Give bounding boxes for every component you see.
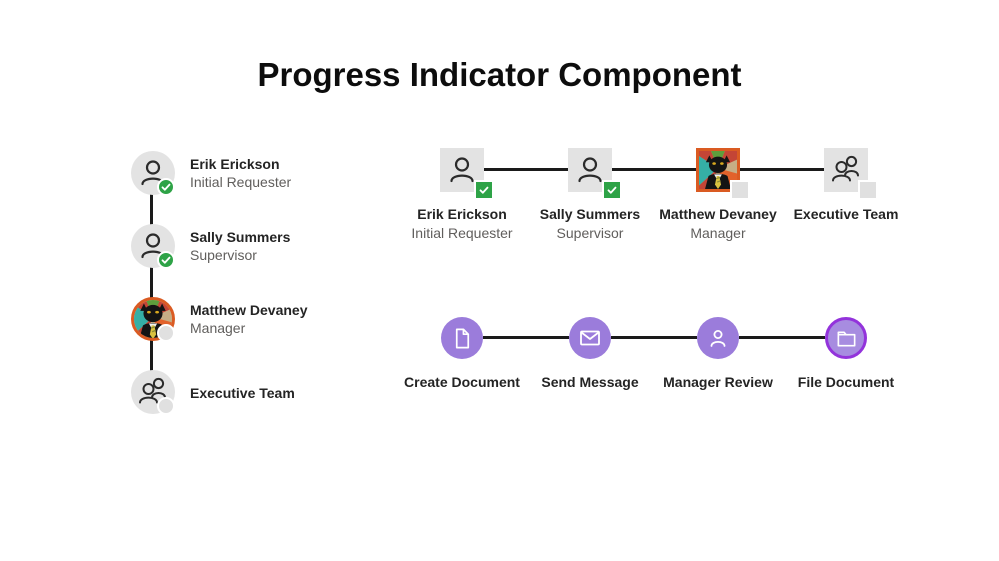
status-badge-complete (157, 251, 175, 269)
people-icon (824, 148, 868, 192)
step-avatar-executive-team[interactable] (131, 370, 175, 414)
step-role: Supervisor (556, 225, 624, 241)
document-icon (451, 327, 474, 350)
step-label: Sally Summers Supervisor (520, 205, 660, 242)
status-badge-complete (602, 180, 622, 200)
status-badge-pending (157, 397, 175, 415)
step-role: Initial Requester (190, 174, 292, 190)
step-file-document[interactable] (825, 317, 867, 359)
person-icon (568, 148, 612, 192)
step-send-message[interactable] (569, 317, 611, 359)
status-badge-complete (474, 180, 494, 200)
connector-line (150, 246, 153, 319)
step-name: Erik Erickson (190, 156, 280, 172)
connector-line (612, 168, 696, 171)
step-label: Matthew Devaney Manager (190, 301, 307, 337)
step-label: Create Document (404, 374, 520, 390)
folder-icon (835, 327, 858, 350)
step-name: Matthew Devaney (659, 206, 777, 222)
step-label: Erik Erickson Initial Requester (392, 205, 532, 242)
step-role: Initial Requester (411, 225, 513, 241)
step-name: Executive Team (190, 385, 295, 401)
status-badge-pending (730, 180, 750, 200)
step-role: Supervisor (190, 247, 257, 263)
step-name: Sally Summers (539, 206, 641, 222)
step-name: Matthew Devaney (190, 302, 308, 318)
step-role: Manager (690, 225, 746, 241)
step-manager-review[interactable] (697, 317, 739, 359)
connector-line (150, 173, 153, 246)
connector-line (150, 319, 153, 392)
step-label: Executive Team (190, 384, 295, 402)
connector-line (739, 336, 825, 339)
person-icon (440, 148, 484, 192)
step-create-document[interactable] (441, 317, 483, 359)
connector-line (484, 168, 568, 171)
step-label: Send Message (541, 374, 639, 390)
step-name: Executive Team (793, 206, 899, 222)
checkmark-icon (477, 183, 491, 197)
step-label: Erik Erickson Initial Requester (190, 155, 291, 191)
page-title: Progress Indicator Component (257, 56, 742, 93)
people-icon (131, 370, 175, 414)
step-name: Sally Summers (190, 229, 291, 245)
status-badge-pending (157, 324, 175, 342)
connector-line (740, 168, 824, 171)
connector-line (611, 336, 697, 339)
connector-line (483, 336, 569, 339)
checkmark-icon (159, 180, 173, 194)
step-label: Sally Summers Supervisor (190, 228, 290, 264)
step-label: Matthew Devaney Manager (648, 205, 788, 242)
step-label: Manager Review (663, 374, 773, 390)
step-label: Executive Team (776, 205, 916, 224)
status-badge-pending (858, 180, 878, 200)
step-name: Erik Erickson (417, 206, 507, 222)
checkmark-icon (159, 253, 173, 267)
step-label: File Document (797, 374, 895, 390)
mail-icon (578, 326, 602, 350)
status-badge-complete (157, 178, 175, 196)
checkmark-icon (605, 183, 619, 197)
step-role: Manager (190, 320, 246, 336)
person-icon (706, 326, 730, 350)
